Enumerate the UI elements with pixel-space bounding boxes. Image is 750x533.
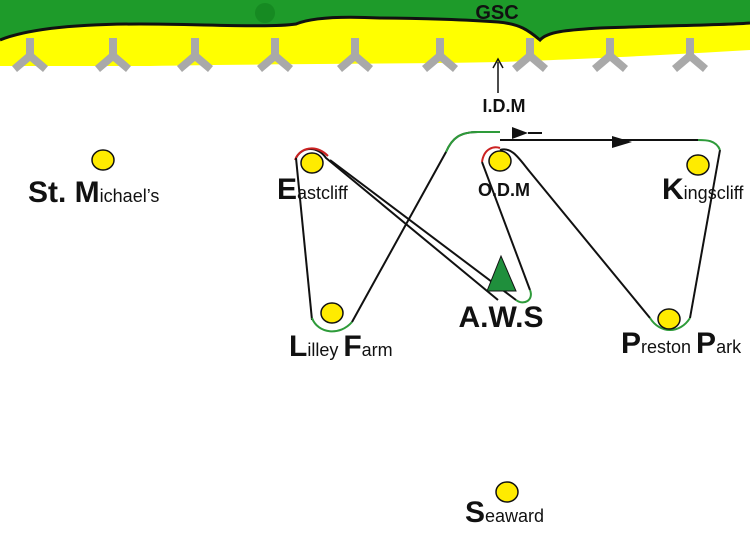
arrow-head-1-icon [512,127,528,139]
route-eastcliff-down [295,157,313,321]
route-odm-preston [499,148,651,319]
groyne-icon [672,38,708,72]
route-preston-kingscliff [689,149,721,319]
groyne-icon [512,38,548,72]
route-aws-green [515,289,532,304]
label-kingscliff: Kingscliff [662,173,744,206]
gsc-label: GSC [475,2,518,24]
sand-area [0,17,750,66]
label-st-michaels: St. Michael’s [28,176,159,209]
route-odm-red [481,146,501,163]
idm-label: I.D.M [483,96,526,116]
buoy-seaward [495,481,519,503]
buoy-eastcliff [300,152,324,174]
groyne-icon [592,38,628,72]
label-lilley-cap2: F [343,330,361,363]
route-eastcliff-lilley [295,148,499,301]
route-lilley-to-top [351,131,500,323]
idm-arrow-head-icon [492,57,504,69]
buoy-preston-park [657,308,681,330]
aws-triangle-icon [486,254,517,292]
buoys [91,149,710,503]
label-st-michaels-rest: ichael’s [100,186,160,206]
label-eastcliff-rest: astcliff [297,183,349,203]
groyne-icon [257,38,293,72]
label-kingscliff-rest: ingscliff [684,183,745,203]
buoy-st-michaels [91,149,115,171]
label-seaward-rest: eaward [485,506,544,526]
label-st-michaels-cap: St. [28,176,75,209]
label-lilley-cap: L [289,330,307,363]
label-seaward-cap: S [465,496,485,529]
route-kingscliff-green [697,139,721,151]
route-lilley-bottom-green [311,317,353,333]
groynes [12,38,708,72]
idm-marker: I.D.M [483,57,526,116]
route-eastcliff-top-red [294,147,329,161]
buoy-odm [488,150,512,172]
label-preston-rest2: ark [716,337,742,357]
label-lilley-rest: illey [307,340,343,360]
course-route [294,127,721,333]
label-kingscliff-cap: K [662,173,684,206]
label-preston-rest: reston [641,337,696,357]
route-preston-green [649,317,691,331]
groyne-icon [422,38,458,72]
groyne-icon [12,38,48,72]
shoreline: GSC [0,0,750,66]
buoy-lilley-farm [320,302,344,324]
label-preston-park: Preston Park [621,327,742,360]
label-eastcliff: Eastcliff [277,173,349,206]
label-lilley-farm: Lilley Farm [289,330,393,363]
label-preston-cap2: P [696,327,716,360]
label-eastcliff-cap: E [277,173,297,206]
buoy-kingscliff [686,154,710,176]
label-aws: A.W.S [458,301,543,334]
groyne-icon [177,38,213,72]
groyne-icon [337,38,373,72]
route-odm-to-aws [481,161,531,291]
label-lilley-rest2: arm [362,340,393,360]
route-top-green [445,131,500,153]
route-aws-back [329,159,517,301]
green-dot [255,3,275,23]
label-odm: O.D.M [478,180,530,200]
label-seaward: Seaward [465,496,544,529]
groyne-icon [95,38,131,72]
shore-edge [0,15,750,43]
arrow-head-2-icon [612,136,632,148]
label-st-michaels-cap2: M [75,176,100,209]
label-preston-cap: P [621,327,641,360]
